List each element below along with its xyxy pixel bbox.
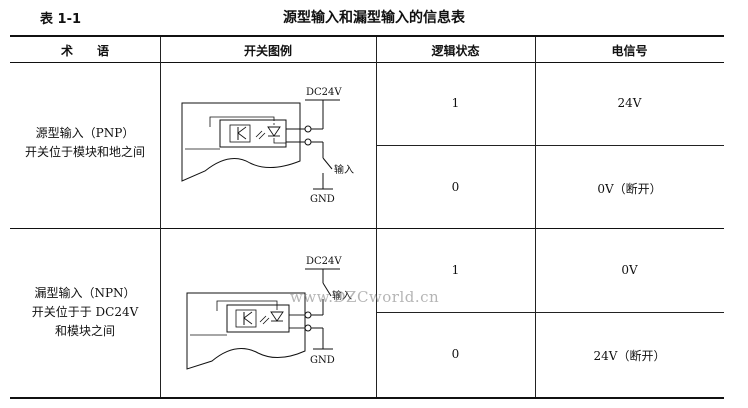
row1-state-divider (376, 145, 724, 146)
row2-signal-1: 0V (621, 263, 638, 277)
header-diagram: 开关图例 (243, 44, 292, 58)
row1-supply-label: DC24V (306, 87, 342, 98)
table-title: 源型输入和漏型输入的信息表 (283, 10, 465, 26)
row2-term-line1: 漏型输入（NPN） (34, 286, 136, 300)
row2-switch-diagram: DC24V 输入 GND (186, 256, 352, 370)
row1-input-label: 输入 (334, 163, 354, 176)
row2-signal-0: 24V（断开） (593, 349, 666, 363)
row2-logic-1: 1 (451, 263, 460, 277)
header-signal: 电信号 (611, 44, 648, 58)
row1-ground-label: GND (310, 194, 335, 205)
row2-term: 漏型输入（NPN） 开关位于于 DC24V 和模块之间 (10, 284, 160, 341)
bottom-rule (10, 397, 724, 399)
row1-logic-1: 1 (451, 96, 460, 110)
watermark: www.DZCworld.cn (290, 288, 440, 306)
row2-state-divider (376, 312, 724, 313)
row1-logic-0: 0 (451, 180, 460, 194)
row2-term-line2: 开关位于于 DC24V (31, 305, 139, 319)
row1-switch-diagram: DC24V 输入 GND (181, 87, 354, 205)
header-term: 术 语 (60, 44, 109, 58)
row2-logic-0: 0 (451, 347, 460, 361)
row1-term-line1: 源型输入（PNP） (35, 126, 135, 140)
col-divider-2 (376, 37, 377, 397)
header-logic: 逻辑状态 (431, 44, 480, 58)
top-rule (10, 35, 724, 37)
row1-term: 源型输入（PNP） 开关位于模块和地之间 (10, 124, 160, 162)
table-caption: 表 1-1 源型输入和漏型输入的信息表 (0, 0, 748, 30)
row2-term-line3: 和模块之间 (54, 324, 115, 338)
row2-ground-label: GND (310, 355, 335, 366)
row2-supply-label: DC24V (306, 256, 342, 267)
table-number: 表 1-1 (40, 12, 82, 27)
row2-input-label: 输入 (332, 289, 352, 302)
row-divider (10, 228, 724, 229)
row1-signal-0: 0V（断开） (597, 182, 662, 196)
row1-term-line2: 开关位于模块和地之间 (24, 145, 145, 159)
col-divider-3 (535, 37, 536, 397)
row1-signal-1: 24V (617, 96, 642, 110)
col-divider-1 (160, 37, 161, 397)
header-rule (10, 62, 724, 63)
